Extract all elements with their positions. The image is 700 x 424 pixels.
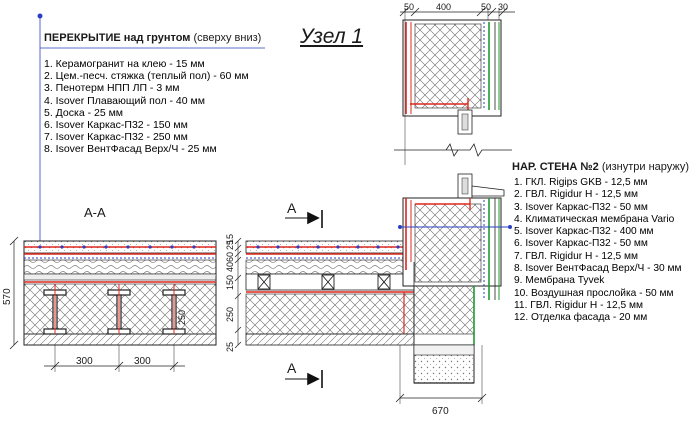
floor-layer-item: 7. Isover Каркас-П32 - 250 мм (44, 131, 188, 144)
node-title: Узел 1 (300, 25, 364, 48)
wall-title-main: НАР. СТЕНА №2 (512, 161, 599, 173)
floor-layers-list: 1. Керамогранит на клею - 15 мм 2. Цем.-… (44, 58, 249, 156)
floor-title-sub: (сверху вниз) (193, 32, 262, 44)
wall-layer-item: 3. Isover Каркас-П32 - 50 мм (514, 201, 648, 213)
dim-300b: 300 (134, 356, 151, 367)
wall-section (394, 7, 515, 404)
wall-layer-item: 12. Отделка фасада - 20 мм (514, 312, 648, 324)
dim-layer-60: 60 (225, 252, 235, 262)
wall-layer-item: 5. Isover Каркас-П32 - 400 мм (514, 226, 654, 238)
section-a-a-left (9, 236, 217, 372)
floor-layer-item: 5. Доска - 25 мм (44, 106, 124, 119)
wall-layers-list: 1. ГКЛ. Rigips GKB - 12,5 мм 2. ГВЛ. Rig… (514, 177, 682, 325)
dim-670: 670 (432, 406, 449, 417)
floor-layer-item: 2. Цем.-песч. стяжка (теплый пол) - 60 м… (44, 70, 249, 83)
wall-layer-item: 11. ГВЛ. Rigidur H - 12,5 мм (514, 299, 643, 311)
wall-layer-item: 8. Isover ВентФасад Верх/Ч - 30 мм (514, 263, 682, 275)
section-center (38, 237, 415, 349)
floor-layer-item: 4. Isover Плавающий пол - 40 мм (44, 94, 205, 107)
dim-top-30: 30 (498, 2, 508, 12)
dim-layer-250: 250 (225, 307, 235, 322)
dim-top-50b: 50 (481, 2, 491, 12)
dim-layer-150: 150 (225, 275, 235, 290)
wall-layer-item: 2. ГВЛ. Rigidur H - 12,5 мм (514, 189, 639, 201)
floor-layer-item: 1. Керамогранит на клею - 15 мм (44, 58, 205, 70)
dim-layer-25b: 25 (225, 342, 235, 352)
dim-layer-15: 15 (225, 234, 235, 244)
dim-570: 570 (2, 288, 13, 305)
floor-title-main: ПЕРЕКРЫТИЕ над грунтом (44, 32, 191, 44)
section-label: А-А (84, 205, 106, 220)
wall-layer-item: 7. ГВЛ. Rigidur H - 12,5 мм (514, 250, 639, 262)
dim-joist-250: 250 (177, 310, 187, 325)
dim-top-50a: 50 (404, 2, 414, 12)
dim-layer-40: 40 (225, 262, 235, 272)
wall-layer-item: 6. Isover Каркас-П32 - 50 мм (514, 238, 648, 250)
cut-label-top: А (287, 200, 297, 216)
wall-title-sub: (изнутри наружу) (601, 161, 690, 173)
floor-layer-item: 3. Пенотерм НПП ЛП - 3 мм (44, 82, 180, 95)
dim-layer-25: 25 (225, 240, 235, 250)
floor-title: ПЕРЕКРЫТИЕ над грунтом (сверху вниз) (44, 32, 261, 45)
wall-layer-item: 9. Мембрана Tyvek (514, 275, 605, 287)
wall-layer-item: 4. Климатическая мембрана Vario (514, 213, 675, 225)
dim-300a: 300 (76, 356, 93, 367)
cut-label-bottom: А (287, 360, 297, 376)
cut-mark-top (285, 210, 323, 228)
wall-layer-item: 10. Воздушная прослойка - 50 мм (514, 287, 674, 299)
floor-layer-item: 6. Isover Каркас-П32 - 150 мм (44, 119, 188, 132)
wall-title: НАР. СТЕНА №2 (изнутри наружу) (512, 161, 689, 174)
dim-top-400: 400 (436, 2, 451, 12)
wall-layer-item: 1. ГКЛ. Rigips GKB - 12,5 мм (514, 177, 648, 188)
cut-mark-bottom (285, 370, 323, 388)
floor-layer-item: 8. Isover ВентФасад Верх/Ч - 25 мм (44, 143, 217, 156)
